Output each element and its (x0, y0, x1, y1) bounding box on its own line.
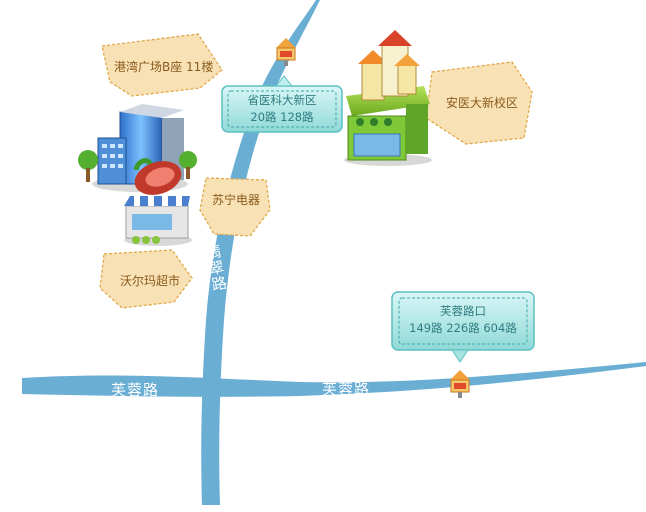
landmark-label-suning: 苏宁电器 (212, 193, 261, 207)
road-label-furong-right: 芙蓉路 (322, 380, 371, 398)
bus-stop-icon (276, 38, 296, 66)
bus-stop-icon (450, 370, 470, 398)
callout-anyida-shape (425, 61, 533, 145)
road-label-furong-left: 芙蓉路 (111, 381, 160, 399)
bus-stop-1-text: 省医科大新区 20路 128路 (228, 92, 336, 126)
landmark-label-ganghu: 港湾广场B座 11楼 (114, 60, 214, 74)
steak-icon (133, 158, 182, 195)
landmark-label-anyida: 安医大新校区 (446, 96, 519, 110)
callout-ganghu-shape (101, 33, 223, 97)
bus-stop-2-routes: 149路 226路 604路 (409, 321, 517, 335)
bus-stop-box-1 (221, 75, 343, 133)
callout-walmart-shape (99, 249, 193, 309)
bus-stop-box-2 (391, 291, 535, 363)
road-furong (22, 362, 646, 397)
campus-building-icon (344, 30, 432, 166)
bus-stop-2-text: 芙蓉路口 149路 226路 604路 (399, 303, 527, 337)
bus-stop-1-name: 省医科大新区 (247, 93, 317, 107)
bus-stop-1-routes: 20路 128路 (250, 110, 314, 124)
supermarket-icon (124, 196, 192, 246)
landmark-label-walmart: 沃尔玛超市 (120, 274, 181, 288)
callout-suning-shape (199, 177, 271, 237)
bus-stop-2-name: 芙蓉路口 (440, 304, 486, 318)
